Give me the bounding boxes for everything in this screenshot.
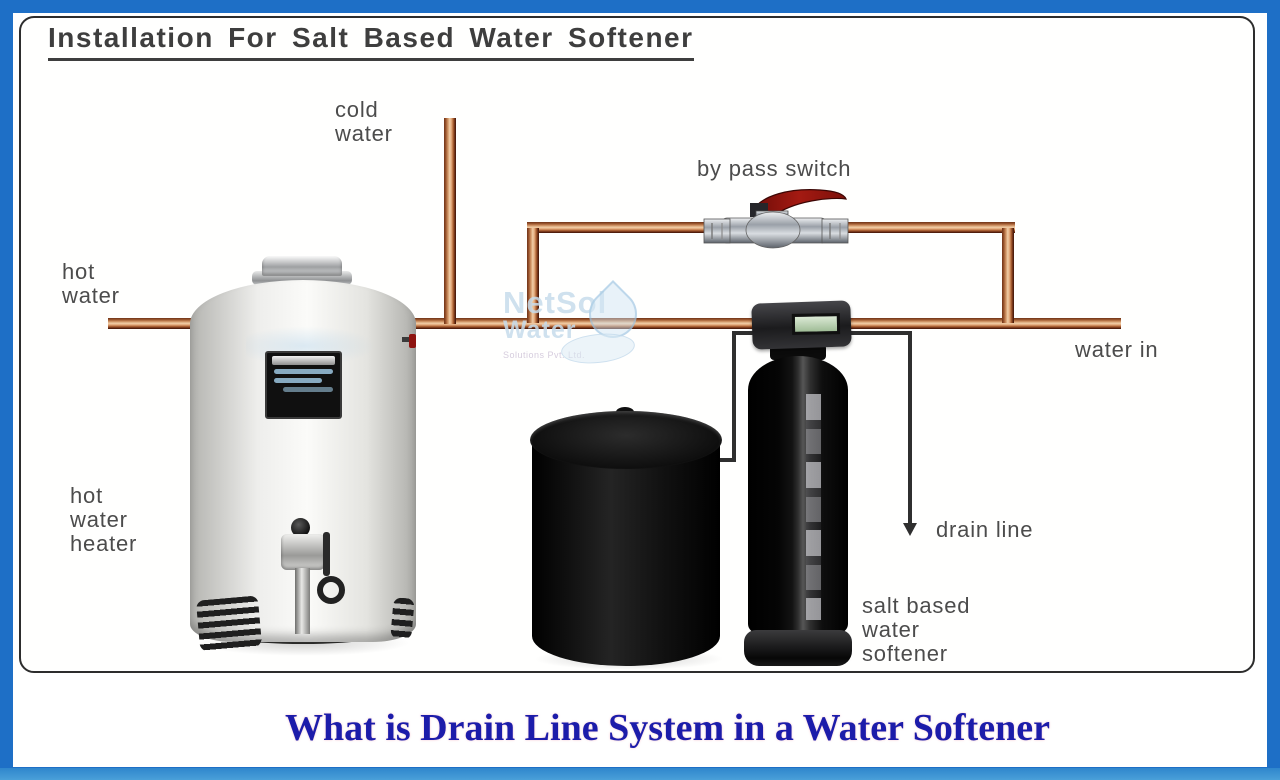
diagram-title: Installation For Salt Based Water Soften… xyxy=(48,22,694,61)
brine-line-horizontal-bottom xyxy=(714,458,736,462)
combustion-vent-louvers-right xyxy=(390,597,415,640)
label-line: heater xyxy=(70,531,138,556)
softener-tank-reflection xyxy=(806,394,821,620)
softener-unit xyxy=(744,300,852,666)
brine-line-vertical xyxy=(732,331,736,462)
softener-control-head xyxy=(751,300,852,350)
label-salt-based-water-softener: salt based water softener xyxy=(862,594,970,666)
gas-valve-ring-fitting xyxy=(317,576,345,604)
drain-line-horizontal xyxy=(846,331,912,335)
label-cold-water: cold water xyxy=(335,98,393,146)
watermark-name-top: NetSol xyxy=(503,285,608,320)
control-head-lcd-display xyxy=(791,313,841,335)
brine-line-horizontal-top xyxy=(732,331,760,335)
water-heater xyxy=(190,256,416,652)
label-bypass-switch: by pass switch xyxy=(697,156,852,181)
watermark-name-bottom: Water xyxy=(503,316,577,344)
combustion-vent-louvers-left xyxy=(195,595,263,652)
label-line: water xyxy=(62,283,120,308)
outer-frame-bottom-edge xyxy=(0,768,1280,780)
bypass-right-riser-pipe xyxy=(1002,228,1014,323)
bypass-valve-icon xyxy=(692,181,860,251)
label-wave-graphic xyxy=(283,387,333,392)
drain-line-end-tip xyxy=(903,523,917,536)
water-heater-brand-label xyxy=(265,351,342,419)
label-line: water xyxy=(70,507,128,532)
gas-valve-thermostat-arm xyxy=(323,532,330,576)
label-wave-graphic xyxy=(274,369,333,374)
brine-tank-lid xyxy=(530,411,722,469)
caption-strip xyxy=(0,673,1280,768)
softener-resin-tank xyxy=(748,356,848,634)
label-line: hot xyxy=(62,259,95,284)
heater-drain-fitting-red-cap xyxy=(409,334,416,348)
gas-valve-down-pipe xyxy=(295,568,310,634)
main-water-pipe xyxy=(108,318,1121,329)
gas-control-valve-icon xyxy=(275,518,345,638)
brine-tank-body xyxy=(532,438,720,666)
softener-base-ring xyxy=(744,630,852,666)
label-wave-graphic xyxy=(274,378,322,383)
brine-tank xyxy=(530,406,722,668)
label-hot-water: hot water xyxy=(62,260,120,308)
label-chrome-strip xyxy=(272,356,335,365)
netsol-watermark: NetSol Water Solutions Pvt. Ltd. xyxy=(503,280,703,382)
label-line: softener xyxy=(862,641,948,666)
bypass-left-riser-pipe xyxy=(527,228,539,323)
label-line: cold xyxy=(335,97,379,122)
gas-valve-knob xyxy=(291,518,310,537)
label-line: salt based xyxy=(862,593,971,618)
water-heater-vent-cap-icon xyxy=(262,256,342,276)
heater-drain-fitting xyxy=(402,337,415,342)
label-water-in: water in xyxy=(1075,337,1159,362)
watermark-tagline: Solutions Pvt. Ltd. xyxy=(503,350,586,360)
label-drain-line: drain line xyxy=(936,517,1034,542)
bypass-valve-graphic xyxy=(703,189,849,249)
gas-valve-body xyxy=(281,534,325,570)
cold-water-pipe xyxy=(444,118,456,324)
label-line: hot xyxy=(70,483,103,508)
label-line: water xyxy=(862,617,920,642)
label-hot-water-heater: hot water heater xyxy=(70,484,137,556)
label-line: water xyxy=(335,121,393,146)
page-caption: What is Drain Line System in a Water Sof… xyxy=(285,707,1050,749)
drain-line-vertical xyxy=(908,331,912,525)
